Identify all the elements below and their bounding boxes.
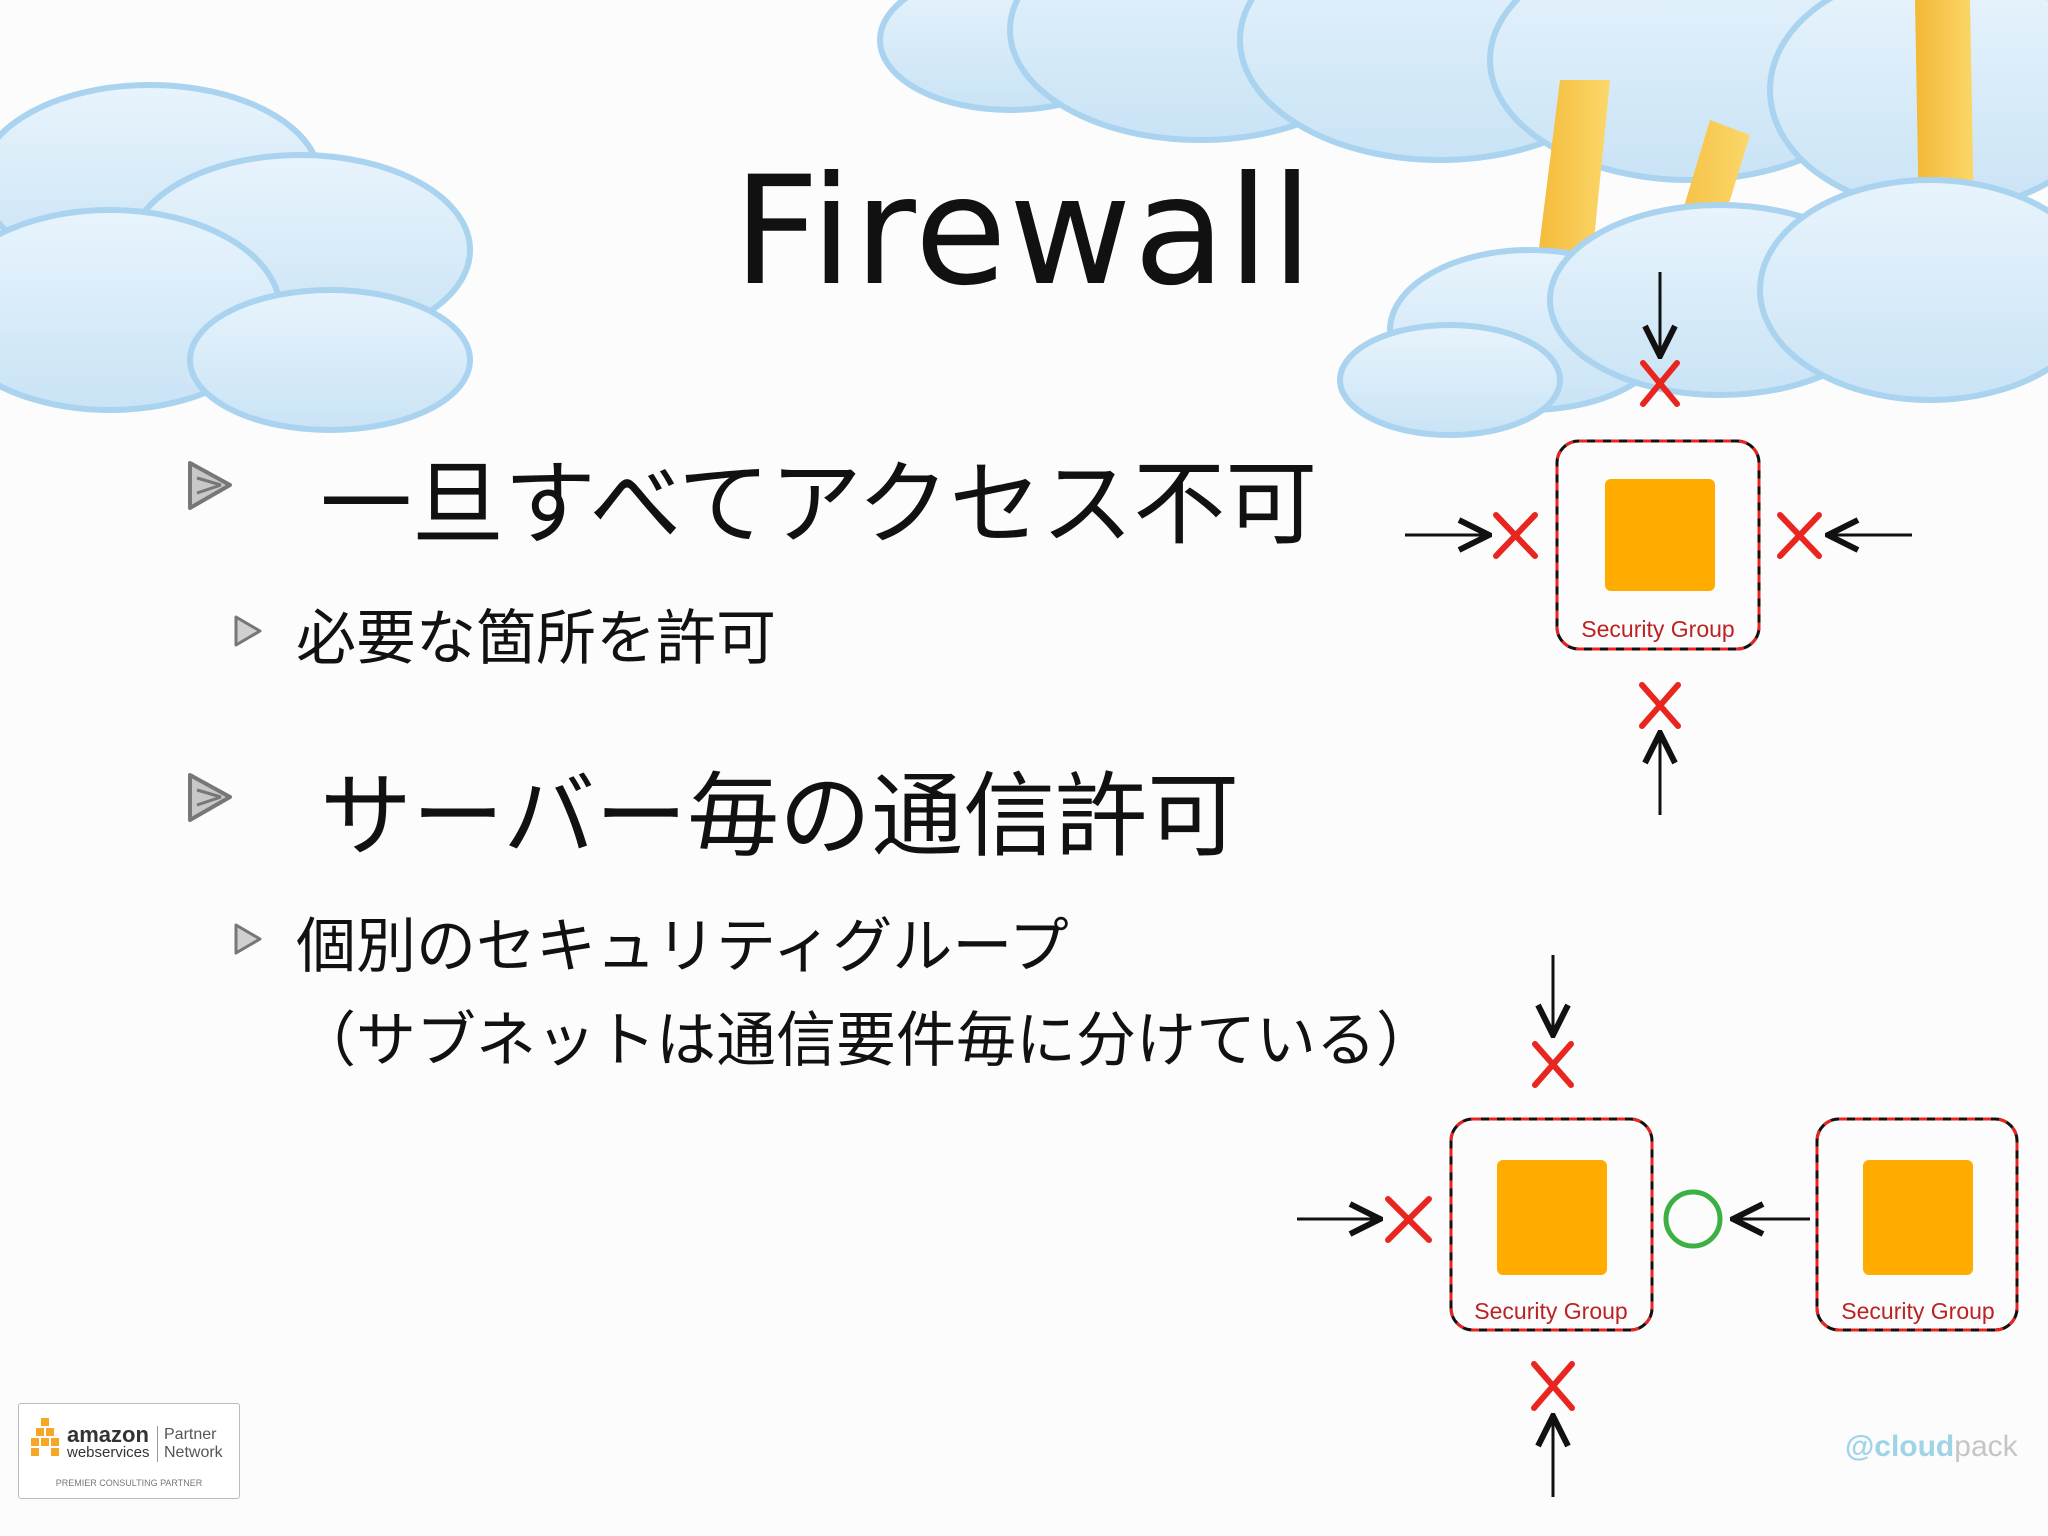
bullet-level1: 一旦すべてアクセス不可 — [320, 451, 1318, 558]
cross-deny-icon — [1777, 512, 1822, 559]
cloud-icon — [877, 0, 2048, 213]
aws-partner-text: Partner — [164, 1426, 217, 1443]
circle-allow-icon — [1663, 1189, 1723, 1249]
security-group-label: Security Group — [1841, 1298, 1994, 1324]
bullet-triangle-icon — [234, 615, 262, 647]
server-icon — [1605, 479, 1715, 591]
aws-amazon-text: amazon — [67, 1422, 149, 1447]
cloud-icon — [0, 82, 473, 433]
security-group-box: Security Group — [1449, 1117, 1654, 1332]
aws-network-text: Network — [164, 1444, 223, 1461]
bullet-triangle-icon — [188, 461, 232, 510]
cross-deny-icon — [1639, 682, 1681, 729]
bullet-triangle-icon — [188, 773, 232, 822]
bullet-level2: 個別のセキュリティグループ — [296, 912, 1069, 982]
cross-deny-icon — [1532, 1041, 1574, 1088]
bullet-level2-continued: （サブネットは通信要件毎に分けている） — [296, 1006, 1436, 1076]
aws-partner-logo: amazon webservices Partner Network PREMI… — [18, 1403, 240, 1499]
aws-boxes-icon — [31, 1418, 59, 1456]
cloud-icon — [1337, 177, 2048, 438]
server-icon — [1497, 1160, 1607, 1275]
bullet-level1: サーバー毎の通信許可 — [320, 763, 1240, 870]
slide-title: Firewall — [733, 145, 1315, 319]
security-group-box: Security Group — [1815, 1117, 2019, 1332]
server-icon — [1863, 1160, 1973, 1275]
cloudpack-swirl-icon: @ — [1845, 1430, 1875, 1463]
security-group-label: Security Group — [1474, 1298, 1627, 1324]
aws-webservices-text: webservices — [67, 1444, 150, 1461]
aws-premier-text: PREMIER CONSULTING PARTNER — [55, 1478, 203, 1488]
cross-deny-icon — [1531, 1361, 1575, 1411]
cross-deny-icon — [1493, 512, 1538, 559]
cloudpack-cloud-text: cloud — [1874, 1430, 1955, 1463]
security-group-label: Security Group — [1581, 616, 1734, 642]
cloudpack-logo: @cloudpack — [1845, 1430, 2018, 1464]
security-group-box: Security Group — [1555, 439, 1761, 651]
bullet-triangle-icon — [234, 923, 262, 955]
cross-deny-icon — [1640, 360, 1680, 407]
aws-partner-network-text: Partner Network — [157, 1426, 223, 1462]
bullet-level2: 必要な箇所を許可 — [296, 604, 776, 674]
cloudpack-pack-text: pack — [1954, 1430, 2018, 1463]
cross-deny-icon — [1385, 1196, 1432, 1243]
